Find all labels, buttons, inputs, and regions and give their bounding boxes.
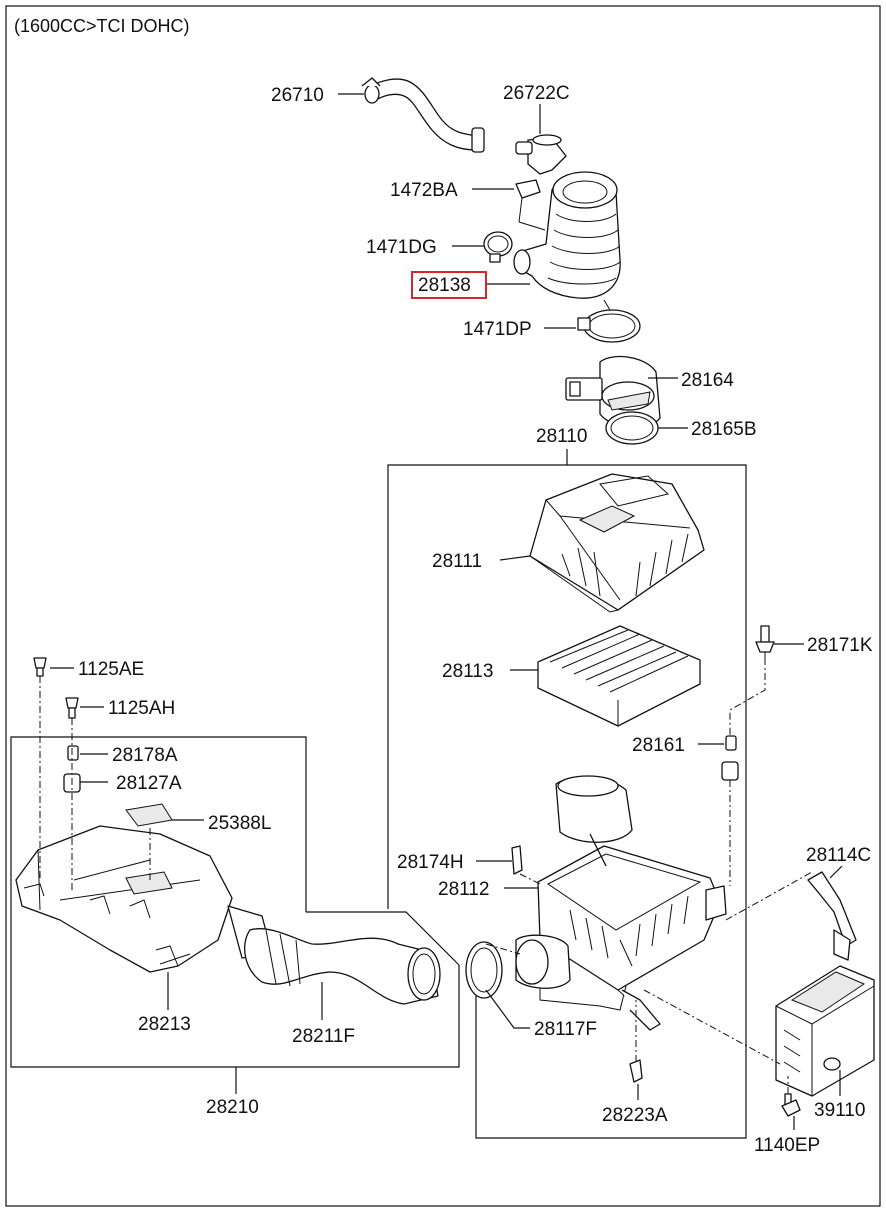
callout-39110[interactable]: 39110	[814, 1100, 865, 1121]
engine-spec-title: (1600CC>TCI DOHC)	[14, 16, 190, 36]
callout-28211F[interactable]: 28211F	[292, 1026, 355, 1047]
callout-28171K[interactable]: 28171K	[807, 635, 873, 656]
ecu-icon	[775, 965, 875, 1097]
callout-26710[interactable]: 26710	[271, 85, 324, 106]
callout-1140EP[interactable]: 1140EP	[754, 1135, 820, 1156]
gasket-icon	[605, 411, 659, 445]
bolt-icon	[781, 1093, 801, 1117]
callout-28223A[interactable]: 28223A	[602, 1105, 668, 1126]
bolt-icon	[65, 697, 79, 719]
group-box-28110	[387, 464, 747, 1139]
air-cleaner-cover-icon	[529, 473, 705, 613]
collar-icon	[67, 745, 79, 761]
nipple-icon	[515, 179, 546, 231]
callout-25388L[interactable]: 25388L	[208, 813, 271, 834]
callout-1471DP[interactable]: 1471DP	[463, 319, 532, 340]
air-flow-sensor-icon	[565, 355, 661, 429]
callout-28165B[interactable]: 28165B	[691, 419, 757, 440]
callout-26722C[interactable]: 26722C	[503, 83, 570, 104]
callout-28138[interactable]: 28138	[418, 275, 471, 296]
callout-1125AH[interactable]: 1125AH	[108, 698, 175, 719]
bolt-icon	[33, 657, 47, 677]
callout-28114C[interactable]: 28114C	[806, 845, 871, 866]
callout-28174H[interactable]: 28174H	[397, 852, 464, 873]
callout-28111[interactable]: 28111	[432, 551, 482, 572]
callout-28210[interactable]: 28210	[206, 1097, 259, 1118]
clamp-icon	[483, 231, 513, 263]
clip-icon	[511, 845, 523, 875]
bracket-icon	[807, 871, 857, 961]
highlight-box-28138	[411, 271, 487, 299]
callout-28127A[interactable]: 28127A	[116, 773, 182, 794]
bolt-icon	[755, 625, 775, 658]
clip-icon	[629, 1059, 643, 1083]
air-filter-icon	[537, 625, 701, 727]
callout-28178A[interactable]: 28178A	[112, 745, 178, 766]
pcv-fitting-icon	[515, 134, 567, 175]
callout-28113[interactable]: 28113	[442, 661, 493, 682]
callout-1471DG[interactable]: 1471DG	[366, 237, 437, 258]
breather-hose-icon	[361, 77, 485, 153]
callout-28117F[interactable]: 28117F	[534, 1019, 597, 1040]
hose-icon	[244, 928, 441, 1005]
grommet-icon	[721, 735, 739, 781]
air-cleaner-housing-icon	[515, 775, 727, 1031]
callout-28213[interactable]: 28213	[138, 1014, 191, 1035]
group-box-28210	[10, 736, 460, 1068]
callout-1125AE[interactable]: 1125AE	[78, 659, 144, 680]
callout-28164[interactable]: 28164	[681, 370, 734, 391]
callout-28161[interactable]: 28161	[632, 735, 685, 756]
label-plate-icon	[125, 803, 173, 827]
clamp-icon	[577, 299, 641, 343]
diagram-border	[5, 5, 881, 1207]
resonator-duct-icon	[15, 825, 273, 973]
callout-1472BA[interactable]: 1472BA	[390, 180, 458, 201]
callout-28112[interactable]: 28112	[438, 879, 489, 900]
gasket-icon	[465, 941, 503, 999]
intake-hose-icon	[513, 171, 621, 299]
callout-28110[interactable]: 28110	[536, 426, 587, 447]
